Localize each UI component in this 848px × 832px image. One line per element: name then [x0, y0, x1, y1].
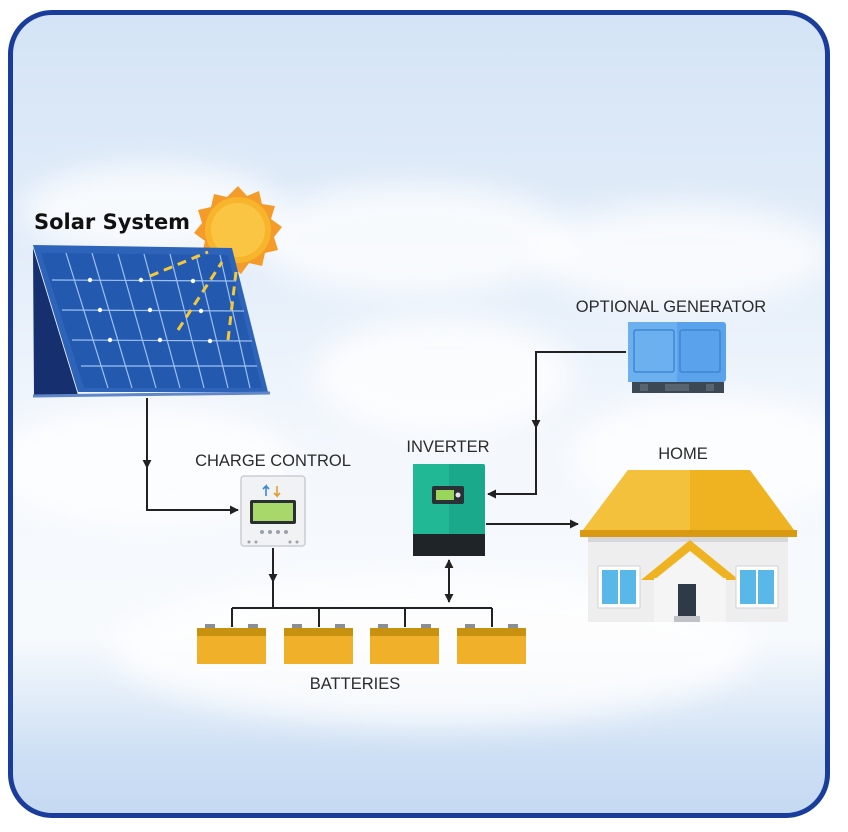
batteries-label: BATTERIES	[310, 675, 400, 693]
solar-panel-icon	[32, 245, 271, 398]
diagram-title: Solar System	[34, 210, 190, 234]
battery-icon	[457, 624, 526, 664]
cloud	[313, 315, 573, 435]
battery-icon	[284, 624, 353, 664]
wiring	[142, 351, 626, 627]
battery-icon	[197, 624, 266, 664]
charge-control-label: CHARGE CONTROL	[195, 452, 351, 470]
home-label: HOME	[658, 445, 708, 463]
generator-icon	[628, 322, 726, 393]
cloud	[533, 205, 825, 305]
cloud	[253, 185, 573, 295]
inverter-label: INVERTER	[406, 438, 489, 456]
house-icon	[580, 470, 797, 622]
charge-controller-icon	[240, 475, 306, 547]
battery-icon	[370, 624, 439, 664]
optional-generator-label: OPTIONAL GENERATOR	[576, 298, 766, 316]
inverter-icon	[413, 464, 485, 556]
